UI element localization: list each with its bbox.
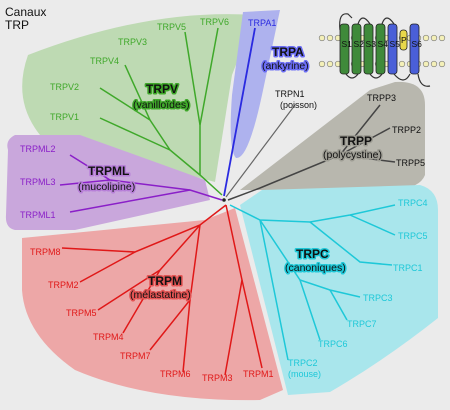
trpml-family-name: TRPML (88, 164, 129, 178)
membrane-topology-inset: S1 S2 S3 S4 S5 P S6 (318, 13, 446, 87)
trpc-branches (229, 204, 396, 361)
trpm6-label: TRPM6 (160, 369, 191, 379)
trpp-family-name: TRPP (340, 134, 372, 148)
trpa1-label: TRPA1 (248, 18, 276, 28)
trpc6-label: TRPC6 (318, 339, 348, 349)
trpml-branches (59, 154, 223, 213)
trpa-family-sub: (ankyrine) (262, 60, 309, 72)
helix-s1 (339, 23, 350, 75)
trpc-region (240, 185, 438, 395)
trpa-region (230, 10, 280, 159)
helix-s5 (387, 23, 398, 75)
trpc2-label: TRPC2 (288, 358, 318, 368)
trpc3-label: TRPC3 (363, 293, 393, 303)
seg-s6: S6 (412, 39, 423, 49)
trpc-family-name: TRPC (296, 247, 329, 261)
trpml-family-sub: (mucolipine) (78, 181, 135, 193)
trpp-region (240, 81, 425, 190)
seg-s1: S1 (342, 39, 353, 49)
trpml3-label: TRPML3 (20, 177, 56, 187)
trpv1-label: TRPV1 (50, 112, 79, 122)
seg-s2: S2 (354, 39, 365, 49)
trpm1-label: TRPM1 (243, 369, 274, 379)
trpv3-label: TRPV3 (118, 37, 147, 47)
trpml1-label: TRPML1 (20, 210, 56, 220)
seg-s5: S5 (390, 39, 401, 49)
trpa-family-name: TRPA (272, 45, 304, 59)
trpn1-label: TRPN1 (275, 89, 305, 99)
trpml2-label: TRPML2 (20, 144, 56, 154)
helix-s6 (409, 23, 420, 75)
seg-p: P (401, 35, 407, 45)
trpn-branch (225, 104, 296, 198)
trpv4-label: TRPV4 (90, 56, 119, 66)
trpv5-label: TRPV5 (157, 22, 186, 32)
trpm8-label: TRPM8 (30, 247, 61, 257)
trpm-branches (61, 204, 263, 376)
seg-s3: S3 (366, 39, 377, 49)
trpv-family-name: TRPV (146, 82, 178, 96)
trpp3-label: TRPP3 (367, 93, 396, 103)
helix-s2 (351, 23, 362, 75)
trpm-family-sub: (mélastatine) (130, 289, 191, 301)
title-line1: Canaux (5, 5, 46, 19)
trpp-family-sub: (polycystine) (323, 149, 382, 161)
trpp2-label: TRPP2 (392, 125, 421, 135)
trpm-region (22, 208, 283, 401)
trpm4-label: TRPM4 (93, 332, 124, 342)
trpm7-label: TRPM7 (120, 351, 151, 361)
trpa-branch (223, 27, 256, 197)
helices (339, 23, 420, 75)
trpm3-label: TRPM3 (202, 373, 233, 383)
trpp5-label: TRPP5 (396, 158, 425, 168)
trpv6-label: TRPV6 (200, 17, 229, 27)
trpv2-label: TRPV2 (50, 82, 79, 92)
title-line2: TRP (5, 18, 29, 32)
trpm5-label: TRPM5 (66, 308, 97, 318)
trpv-family-sub: (vanilloïdes) (133, 99, 190, 111)
trpc7-label: TRPC7 (347, 319, 377, 329)
trpc5-label: TRPC5 (398, 231, 428, 241)
helix-s4 (375, 23, 386, 75)
trpm2-label: TRPM2 (48, 280, 79, 290)
trpv-branches (99, 27, 223, 196)
trpc-family-sub: (canoniques) (285, 262, 346, 274)
trpm-family-name: TRPM (148, 274, 182, 288)
trpp-branches (227, 104, 396, 201)
seg-s4: S4 (378, 39, 389, 49)
trpc2-note: (mouse) (288, 369, 321, 379)
trpc4-label: TRPC4 (398, 198, 428, 208)
trpml-region (5, 135, 211, 230)
trpc1-label: TRPC1 (393, 263, 423, 273)
trpn-sub: (poisson) (280, 100, 317, 110)
tree-root (222, 198, 226, 202)
pore-loop (399, 29, 408, 51)
helix-s3 (363, 23, 374, 75)
